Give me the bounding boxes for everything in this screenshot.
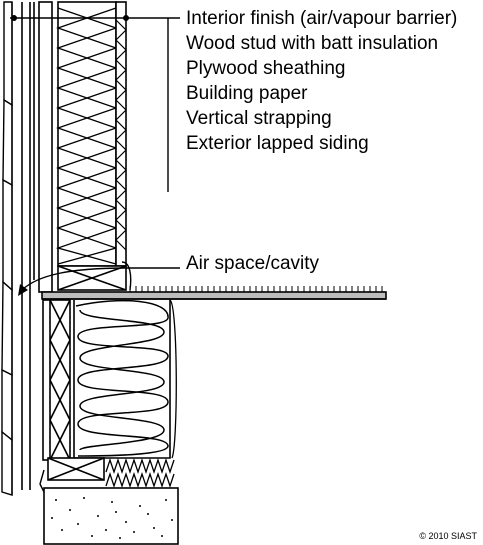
wall-layer-labels: Interior finish (air/vapour barrier) Woo… (186, 6, 457, 156)
copyright-notice: © 2010 SIAST (419, 531, 477, 541)
label-vertical-strapping: Vertical strapping (186, 108, 332, 129)
floor-deck (41, 291, 387, 300)
rim-joist (49, 299, 71, 461)
upper-stud-batt-insulation (55, 1, 127, 267)
label-interior-finish: Interior finish (air/vapour barrier) (186, 8, 458, 29)
sill-gasket (105, 299, 177, 489)
bottom-plate (57, 265, 127, 291)
label-air-space: Air space/cavity (186, 253, 320, 274)
lower-batt-insulation (73, 299, 171, 459)
vertical-strapping (21, 2, 31, 490)
floor-finish-ticks (129, 286, 383, 292)
sill-plate (47, 457, 105, 481)
label-exterior-siding: Exterior lapped siding (186, 133, 369, 154)
label-building-paper: Building paper (186, 83, 308, 104)
label-wood-stud: Wood stud with batt insulation (186, 33, 439, 54)
exterior-lapped-siding (1, 1, 13, 496)
label-leader-lines (10, 15, 180, 296)
label-plywood-sheathing: Plywood sheathing (186, 58, 346, 79)
concrete-foundation (43, 487, 179, 545)
base-flashing (39, 469, 45, 493)
